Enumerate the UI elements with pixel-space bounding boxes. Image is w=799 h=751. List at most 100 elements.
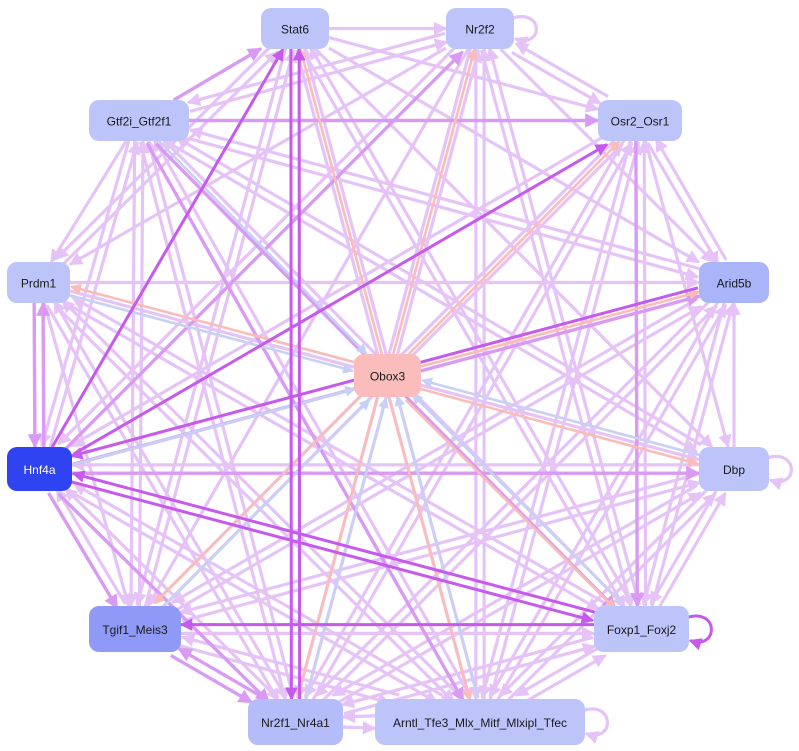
edge-Foxp1_Foxj2-to-Foxp1_Foxj2 <box>686 614 713 651</box>
edge-Nr2f2-to-Tgif1_Meis3 <box>146 48 470 608</box>
node-hnf4a[interactable]: Hnf4a <box>7 447 72 491</box>
node-prdm1[interactable]: Prdm1 <box>7 262 70 303</box>
edge-Osr2_Osr1-to-Arid5b <box>646 142 720 266</box>
edge-Foxp1_Foxj2-to-Nr2f2 <box>486 46 641 606</box>
edge-Foxp1_Foxj2-to-Dbp <box>657 491 727 609</box>
node-box <box>7 447 72 491</box>
edge-Nr2f2-to-Gtf2i_Gtf2f1 <box>186 31 446 106</box>
edge-Gtf2i_Gtf2f1-to-Arntl_Tfe3 <box>145 142 465 703</box>
node-box <box>598 100 682 141</box>
edge-Foxp1_Foxj2-to-Osr2_Osr1 <box>637 139 651 606</box>
edge-Hnf4a-to-Gtf2i_Gtf2f1 <box>48 140 141 449</box>
edge-Obox3-to-Prdm1 <box>69 283 356 364</box>
node-label: Arid5b <box>717 277 752 291</box>
edge-Hnf4a-to-Stat6 <box>50 47 285 448</box>
edge-Hnf4a-to-Arntl_Tfe3 <box>69 490 439 704</box>
node-box <box>89 606 181 652</box>
edge-Nr2f1_Nr4a1-to-Arid5b <box>320 304 718 703</box>
edge-Dbp-to-Dbp <box>766 454 793 491</box>
edge-Hnf4a-to-Tgif1_Meis3 <box>47 492 119 610</box>
node-obox3[interactable]: Obox3 <box>354 354 421 397</box>
edge-Obox3-to-Arid5b <box>420 289 701 368</box>
edge-Foxp1_Foxj2-to-Stat6 <box>309 45 634 605</box>
edge-Tgif1_Meis3-to-Obox3 <box>160 398 371 610</box>
edge-Obox3-to-Dbp <box>419 387 700 467</box>
edge-Gtf2i_Gtf2f1-to-Nr2f2 <box>189 38 449 114</box>
edge-Arntl_Tfe3-to-Osr2_Osr1 <box>488 140 642 701</box>
edge-Obox3-to-Stat6 <box>297 47 384 355</box>
node-stat6[interactable]: Stat6 <box>261 8 329 49</box>
node-box <box>7 262 70 303</box>
edge-Foxp1_Foxj2-to-Obox3 <box>411 393 623 605</box>
node-osr2-osr1[interactable]: Osr2_Osr1 <box>598 100 682 141</box>
node-label: Arntl_Tfe3_Mlx_Mitf_Mlxipl_Tfec <box>393 716 567 730</box>
edge-Obox3-to-Foxp1_Foxj2 <box>404 398 617 610</box>
edge-Obox3-to-Nr2f2 <box>391 47 478 355</box>
node-label: Hnf4a <box>23 463 55 477</box>
edge-Prdm1-to-Nr2f1_Nr4a1 <box>45 304 280 703</box>
edge-Prdm1-to-Obox3 <box>68 293 355 374</box>
edge-Tgif1_Meis3-to-Stat6 <box>143 48 297 608</box>
node-arntl-tfe3[interactable]: Arntl_Tfe3_Mlx_Mitf_Mlxipl_Tfec <box>375 699 585 745</box>
edge-Stat6-to-Tgif1_Meis3 <box>133 47 288 607</box>
edge-Osr2_Osr1-to-Foxp1_Foxj2 <box>630 141 645 608</box>
node-box <box>699 447 769 491</box>
node-box <box>89 100 189 141</box>
edge-Obox3-to-Osr2_Osr1 <box>407 140 621 355</box>
edge-Nr2f2-to-Osr2_Osr1 <box>511 51 602 105</box>
edge-Hnf4a-to-Prdm1 <box>35 301 51 447</box>
edge-Arntl_Tfe3-to-Arid5b <box>495 303 728 702</box>
edge-Gtf2i_Gtf2f1-to-Hnf4a <box>38 139 131 448</box>
node-arid5b[interactable]: Arid5b <box>699 262 769 303</box>
node-box <box>261 8 329 49</box>
edge-Arntl_Tfe3-to-Nr2f1_Nr4a1 <box>341 709 376 724</box>
edge-Nr2f1_Nr4a1-to-Gtf2i_Gtf2f1 <box>144 138 296 699</box>
edge-Gtf2i_Gtf2f1-to-Arid5b <box>187 136 700 281</box>
node-box <box>248 699 343 745</box>
edge-Gtf2i_Gtf2f1-to-Stat6 <box>172 47 263 102</box>
node-nr2f2[interactable]: Nr2f2 <box>446 8 514 49</box>
node-label: Obox3 <box>370 370 406 384</box>
edge-Hnf4a-to-Obox3 <box>72 386 357 466</box>
edge-Nr2f2-to-Nr2f2 <box>511 15 538 50</box>
node-label: Dbp <box>723 463 745 477</box>
edge-Obox3-to-Nr2f1_Nr4a1 <box>294 395 379 700</box>
edge-Nr2f1_Nr4a1-to-Arntl_Tfe3 <box>342 721 377 735</box>
edge-Hnf4a-to-Foxp1_Foxj2 <box>70 480 595 624</box>
edge-Arntl_Tfe3-to-Arntl_Tfe3 <box>582 707 609 744</box>
node-box <box>446 8 514 49</box>
edge-Gtf2i_Gtf2f1-to-Obox3 <box>158 140 368 355</box>
edge-Hnf4a-to-Nr2f2 <box>63 50 464 452</box>
edge-Arid5b-to-Osr2_Osr1 <box>654 137 728 261</box>
edge-Arntl_Tfe3-to-Gtf2i_Gtf2f1 <box>152 137 473 698</box>
edge-Nr2f1_Nr4a1-to-Hnf4a <box>63 487 277 698</box>
node-box <box>375 699 585 745</box>
edge-Arntl_Tfe3-to-Prdm1 <box>61 299 462 698</box>
edge-Hnf4a-to-Osr2_Osr1 <box>73 143 609 456</box>
edge-Arntl_Tfe3-to-Foxp1_Foxj2 <box>523 654 607 704</box>
edge-Prdm1-to-Hnf4a <box>27 303 42 449</box>
edge-Nr2f1_Nr4a1-to-Dbp <box>337 491 703 704</box>
node-dbp[interactable]: Dbp <box>699 447 769 491</box>
edge-Osr2_Osr1-to-Nr2f2 <box>514 42 609 98</box>
node-foxp1-foxj2[interactable]: Foxp1_Foxj2 <box>594 606 689 652</box>
edge-Tgif1_Meis3-to-Nr2f1_Nr4a1 <box>169 653 253 704</box>
node-gtf2i-gtf2f1[interactable]: Gtf2i_Gtf2f1 <box>89 100 189 141</box>
edge-Obox3-to-Arntl_Tfe3 <box>387 397 473 702</box>
edge-Nr2f2-to-Prdm1 <box>68 46 447 266</box>
node-label: Gtf2i_Gtf2f1 <box>107 115 172 129</box>
edge-Arid5b-to-Tgif1_Meis3 <box>171 297 698 604</box>
node-tgif1-meis3[interactable]: Tgif1_Meis3 <box>89 606 181 652</box>
node-box <box>354 354 421 397</box>
edge-Arntl_Tfe3-to-Obox3 <box>394 394 480 699</box>
edge-Nr2f1_Nr4a1-to-Osr2_Osr1 <box>310 141 634 702</box>
node-nr2f1-nr4a1[interactable]: Nr2f1_Nr4a1 <box>248 699 343 745</box>
node-label: Prdm1 <box>21 277 57 291</box>
edge-Arid5b-to-Foxp1_Foxj2 <box>640 301 726 607</box>
edge-Gtf2i_Gtf2f1-to-Nr2f1_Nr4a1 <box>138 141 289 702</box>
edge-Arntl_Tfe3-to-Hnf4a <box>72 482 444 697</box>
edge-Dbp-to-Gtf2i_Gtf2f1 <box>175 136 702 447</box>
edge-Foxp1_Foxj2-to-Arntl_Tfe3 <box>514 647 599 697</box>
